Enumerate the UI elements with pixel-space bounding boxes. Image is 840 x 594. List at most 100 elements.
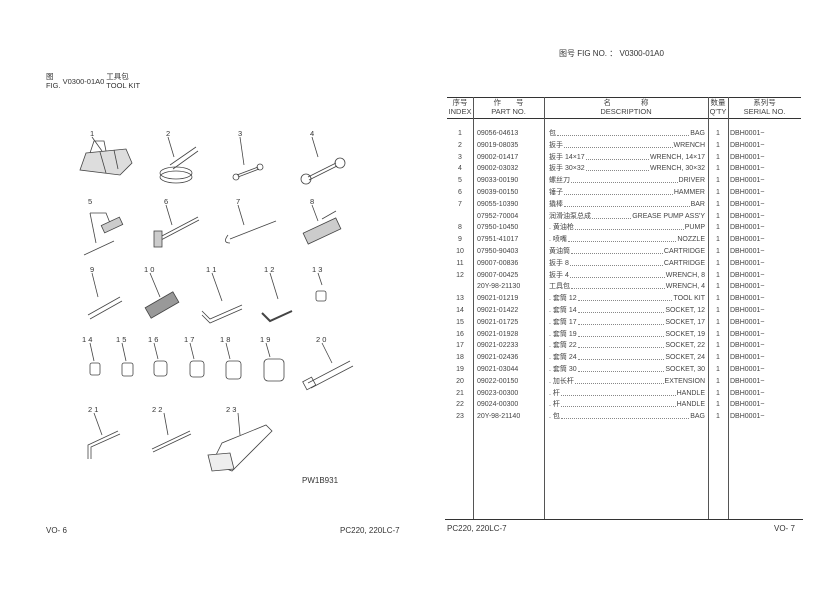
row-desc-en: TOOL KIT xyxy=(673,295,705,303)
row-part-no: 07950-90403 xyxy=(477,247,519,255)
callout-23: 2 3 xyxy=(226,405,237,414)
callout-7: 7 xyxy=(236,197,241,206)
row-part-no: 09007-00425 xyxy=(477,271,519,279)
hammer-drawing-icon xyxy=(153,204,200,248)
leader-dots xyxy=(560,399,676,408)
row-part-no: 20Y-98-21140 xyxy=(477,413,521,421)
hex-wrench-4-drawing-icon xyxy=(261,272,293,323)
row-part-no: 09021-01219 xyxy=(477,295,519,303)
leader-dots xyxy=(577,305,665,313)
row-part-no: 09021-01725 xyxy=(477,318,519,326)
cartridge-drawing-icon xyxy=(144,272,180,319)
row-index: 10 xyxy=(456,247,464,255)
row-index: 9 xyxy=(458,236,462,244)
row-desc-en: SOCKET, 19 xyxy=(665,330,705,338)
col-divider xyxy=(708,97,709,520)
row-serial: DBH0001~ xyxy=(730,188,765,196)
row-serial: DBH0001~ xyxy=(730,330,765,338)
socket-18-drawing-icon xyxy=(225,342,242,380)
row-part-no: 20Y-98-21130 xyxy=(477,283,521,291)
row-serial: DBH0001~ xyxy=(730,354,765,362)
row-part-no: 09023-00300 xyxy=(477,389,519,397)
row-part-no: 09007-00836 xyxy=(477,259,519,267)
row-qty: 1 xyxy=(716,365,720,373)
row-serial: DBH0001~ xyxy=(730,247,765,255)
row-qty: 1 xyxy=(716,200,720,208)
row-desc-en: WRENCH xyxy=(673,141,706,149)
row-desc-en: BAG xyxy=(690,130,705,137)
row-part-no: 09024-00300 xyxy=(477,401,519,409)
leader-dots xyxy=(564,199,690,207)
row-qty: 1 xyxy=(716,224,720,232)
figure-caption: 图 FIG. V0300-01A0 工具包 TOOL KIT xyxy=(46,72,140,90)
row-qty: 1 xyxy=(716,306,720,314)
row-qty: 1 xyxy=(716,188,720,196)
leader-dots xyxy=(574,376,664,384)
row-desc-cn: . 套筒 24 xyxy=(549,354,577,362)
callout-9: 9 xyxy=(90,265,95,274)
leader-dots xyxy=(567,234,677,243)
row-desc-en: GREASE PUMP ASS'Y xyxy=(632,212,705,220)
callout-8: 8 xyxy=(310,197,315,206)
row-index: 18 xyxy=(456,354,464,362)
callout-5: 5 xyxy=(88,197,93,206)
wrench-small-drawing-icon xyxy=(232,136,264,181)
table-bottom-rule xyxy=(445,519,803,520)
row-serial: DBH0001~ xyxy=(730,271,765,279)
row-qty: 1 xyxy=(716,212,720,220)
header-qty: 数量 Q'TY xyxy=(708,98,728,116)
socket-19-drawing-icon xyxy=(263,342,285,382)
callout-15: 1 5 xyxy=(116,335,127,344)
row-part-no: 07952-70004 xyxy=(477,212,519,220)
row-part-no: 09021-01928 xyxy=(477,330,519,338)
row-part-no: 09002-03032 xyxy=(477,165,519,173)
row-serial: DBH0001~ xyxy=(730,283,765,291)
row-desc-cn: 锤子 xyxy=(549,188,563,196)
row-serial: DBH0001~ xyxy=(730,295,765,303)
row-desc-cn: 扳手 xyxy=(549,141,563,149)
row-qty: 1 xyxy=(716,389,720,397)
leader-dots xyxy=(571,175,678,184)
row-desc-en: EXTENSION xyxy=(664,377,705,385)
row-part-no: 09033-00190 xyxy=(477,177,519,185)
callout-6: 6 xyxy=(164,197,169,206)
leader-dots xyxy=(577,329,665,337)
row-qty: 1 xyxy=(716,377,720,385)
row-desc-cn: 包 xyxy=(549,130,556,137)
tool-bag-drawing-icon xyxy=(207,412,273,472)
row-serial: DBH0001~ xyxy=(730,259,765,267)
leader-dots xyxy=(564,140,673,148)
row-desc-en: SOCKET, 22 xyxy=(665,342,705,350)
row-description: . 套筒 19 SOCKET, 19 xyxy=(549,329,705,341)
callout-4: 4 xyxy=(310,129,315,138)
row-desc-en: WRENCH, 30×32 xyxy=(649,165,705,173)
row-qty: 1 xyxy=(716,259,720,267)
row-desc-cn: 黄油筒 xyxy=(549,247,570,255)
callout-17: 1 7 xyxy=(184,335,195,344)
callout-11: 1 1 xyxy=(206,265,217,274)
leader-dots xyxy=(569,270,665,278)
row-serial: DBH0001~ xyxy=(730,401,765,409)
row-desc-en: WRENCH, 14×17 xyxy=(649,153,705,161)
row-desc-en: WRENCH, 4 xyxy=(665,283,705,291)
fig-label-en: FIG. xyxy=(46,81,61,90)
row-desc-cn: . 套筒 19 xyxy=(549,330,577,338)
callout-12: 1 2 xyxy=(264,265,275,274)
row-desc-cn: . 套筒 30 xyxy=(549,365,577,373)
callout-1: 1 xyxy=(90,129,95,138)
row-index: 23 xyxy=(456,413,464,421)
row-desc-en: SOCKET, 24 xyxy=(665,354,705,362)
row-index: 3 xyxy=(458,153,462,161)
